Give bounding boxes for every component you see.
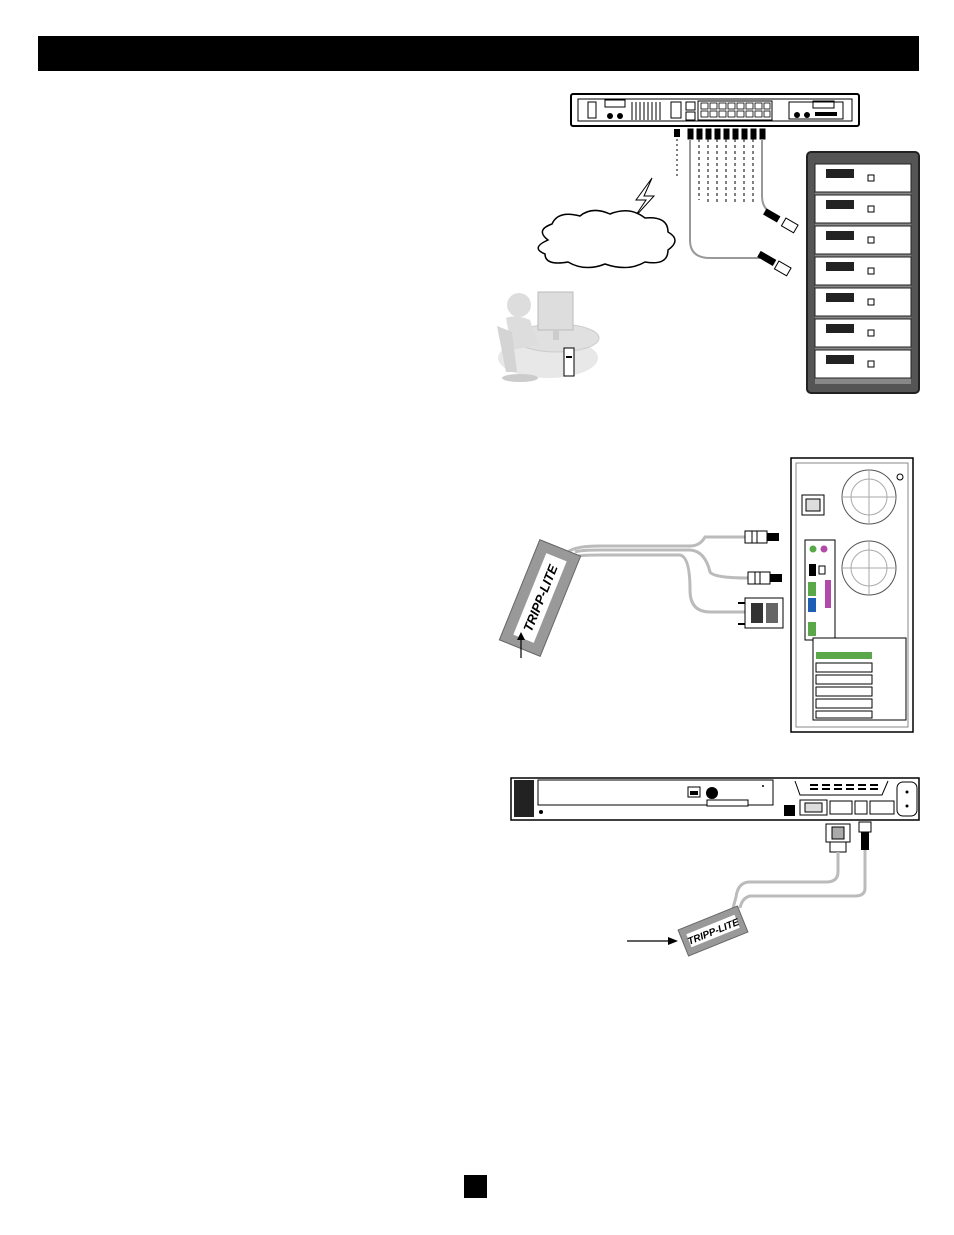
page-number-box — [464, 1175, 487, 1198]
connector-usb-server — [859, 822, 871, 850]
server-dongle-cables — [732, 850, 865, 912]
rack-server — [511, 778, 919, 820]
connector-vga-server — [826, 824, 850, 852]
